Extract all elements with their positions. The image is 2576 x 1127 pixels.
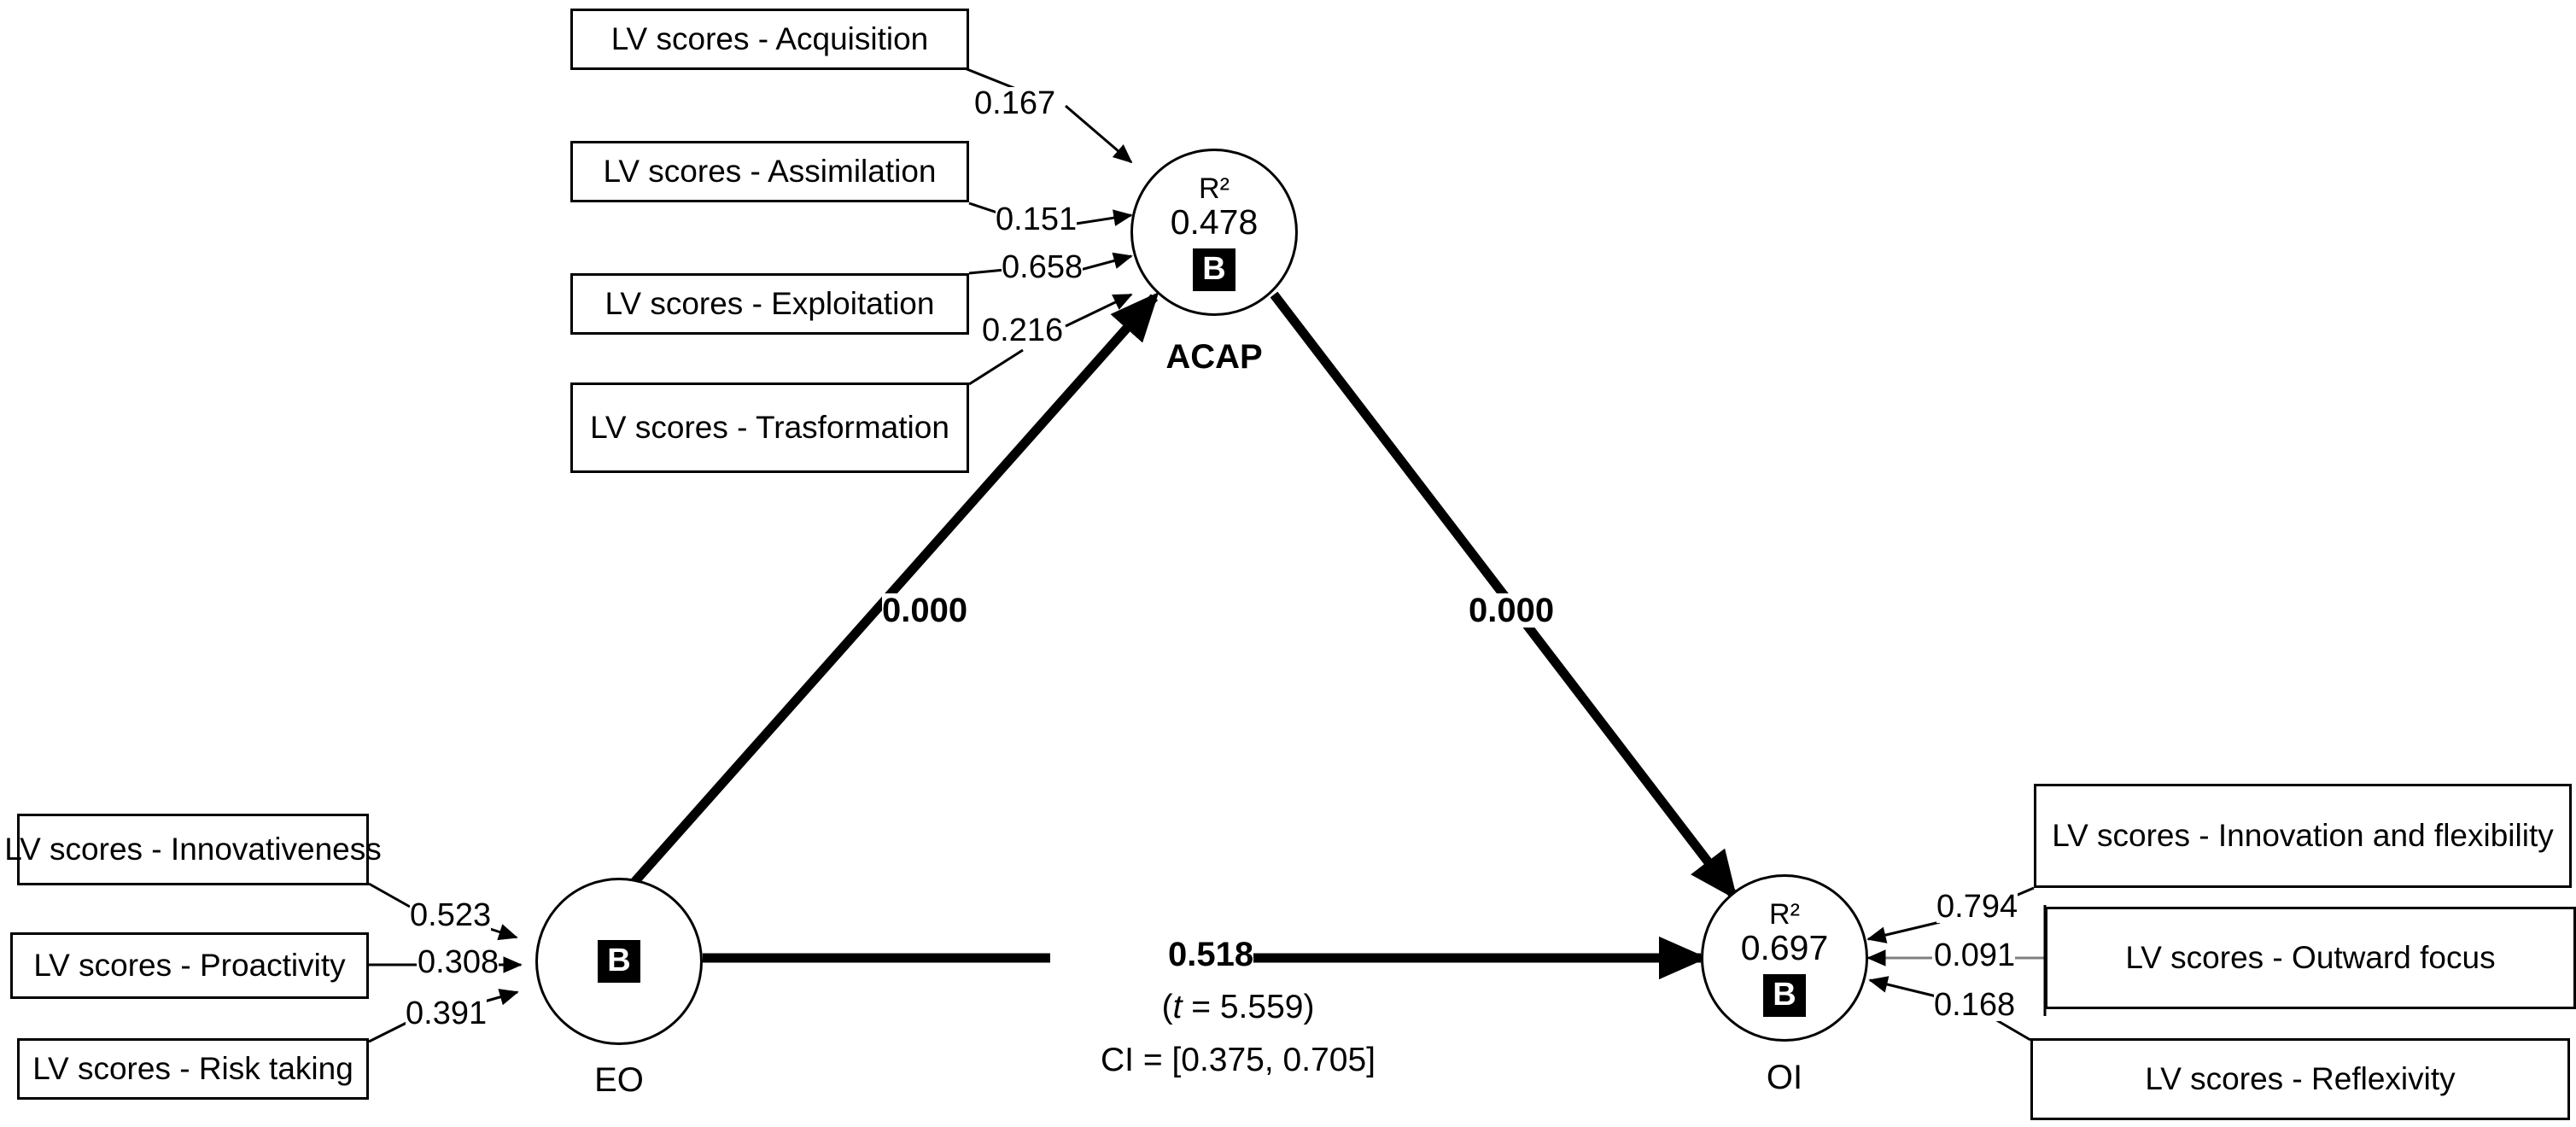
indicator-label: LV scores - Outward focus — [2125, 940, 2496, 975]
loading-label-innovativeness: 0.523 — [410, 897, 492, 933]
indicator-label: LV scores - Exploitation — [605, 286, 935, 321]
construct-name-oi: OI — [1766, 1059, 1803, 1096]
indicator-box-innovation-and-flexibility[interactable]: LV scores - Innovation and flexibility — [2034, 784, 2572, 888]
indicator-label: LV scores - Reflexivity — [2145, 1061, 2456, 1096]
loading-label-assimilation: 0.151 — [996, 201, 1078, 237]
indicator-label: LV scores - Acquisition — [610, 21, 929, 56]
path-statistic-t: (t = 5.559) — [1050, 990, 1426, 1024]
path-label-eo-acap: 0.000 — [882, 592, 968, 629]
loading-label-innovation-and-flexibility: 0.794 — [1936, 889, 2018, 925]
indicator-box-outward-focus[interactable]: LV scores - Outward focus — [2045, 907, 2576, 1009]
bootstrap-badge: B — [1763, 973, 1806, 1017]
loading-label-outward-focus: 0.091 — [1934, 937, 2016, 973]
r2-value: 0.697 — [1740, 927, 1829, 967]
indicator-box-assimilation[interactable]: LV scores - Assimilation — [570, 141, 969, 202]
construct-name-acap: ACAP — [1165, 338, 1263, 376]
indicator-box-proactivity[interactable]: LV scores - Proactivity — [10, 932, 369, 999]
loading-label-trasformation: 0.216 — [982, 312, 1064, 348]
indicator-label: LV scores - Proactivity — [33, 948, 346, 983]
construct-node-oi[interactable]: R² 0.697 B — [1701, 874, 1868, 1042]
indicator-label: LV scores - Innovation and flexibility — [2052, 818, 2554, 853]
r2-value: 0.478 — [1170, 201, 1259, 242]
t-value: = 5.559) — [1182, 989, 1315, 1025]
construct-node-acap[interactable]: R² 0.478 B — [1130, 149, 1298, 316]
indicator-box-risk-taking[interactable]: LV scores - Risk taking — [17, 1038, 369, 1100]
bootstrap-badge: B — [598, 940, 640, 983]
indicator-label: LV scores - Assimilation — [603, 154, 937, 189]
r2-label: R² — [1769, 897, 1800, 931]
bootstrap-badge: B — [1193, 248, 1235, 291]
t-symbol: t — [1172, 989, 1183, 1025]
construct-node-eo[interactable]: B — [535, 878, 703, 1045]
loading-label-risk-taking: 0.391 — [406, 996, 488, 1031]
indicator-label: LV scores - Risk taking — [32, 1051, 353, 1086]
r2-label: R² — [1199, 172, 1230, 205]
indicator-box-innovativeness[interactable]: LV scores - Innovativeness — [4, 814, 382, 885]
indicator-box-trasformation[interactable]: LV scores - Trasformation — [570, 382, 969, 473]
path-statistic-ci: CI = [0.375, 0.705] — [1101, 1042, 1376, 1078]
loading-label-proactivity: 0.308 — [418, 944, 499, 980]
indicator-box-acquisition[interactable]: LV scores - Acquisition — [570, 9, 969, 70]
construct-name-eo: EO — [594, 1061, 644, 1099]
indicator-box-reflexivity[interactable]: LV scores - Reflexivity — [2030, 1038, 2570, 1120]
path-label-eo-oi: 0.518 — [1168, 936, 1254, 973]
loading-label-acquisition: 0.167 — [974, 85, 1056, 121]
loading-label-exploitation: 0.658 — [1002, 249, 1084, 285]
path-label-acap-oi: 0.000 — [1469, 592, 1555, 629]
indicator-box-exploitation[interactable]: LV scores - Exploitation — [570, 273, 969, 335]
indicator-label: LV scores - Innovativeness — [4, 832, 382, 867]
loading-label-reflexivity: 0.168 — [1934, 987, 2016, 1023]
t-prefix: ( — [1161, 989, 1173, 1025]
indicator-label: LV scores - Trasformation — [590, 410, 949, 445]
